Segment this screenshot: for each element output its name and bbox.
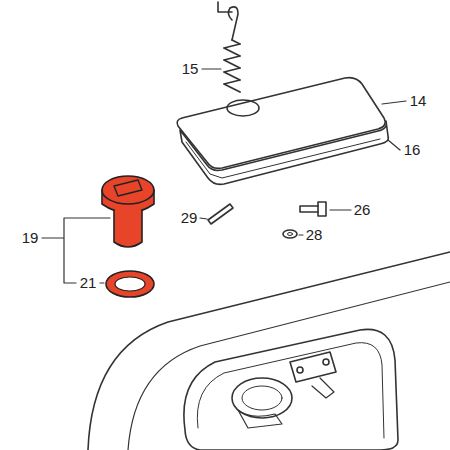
hinge-hole: [297, 367, 303, 373]
cap-body: [114, 210, 142, 247]
tank-outline: [88, 252, 450, 450]
filler-neck-inner: [242, 386, 282, 410]
callout-slot: 21: [80, 274, 97, 292]
callout-slot: 16: [404, 141, 421, 159]
callout-number: 29: [181, 209, 198, 226]
cap-top: [102, 176, 154, 204]
spring-coils: [224, 40, 240, 92]
callout-number: 21: [80, 274, 97, 291]
callout-number: 26: [354, 201, 371, 218]
callout-number: 15: [182, 60, 199, 77]
callout-number: 19: [22, 229, 39, 246]
callout-slot: 28: [306, 226, 323, 244]
o-ring-hole: [115, 277, 145, 291]
leader-line: [330, 209, 351, 210]
callout-slot: 14: [410, 92, 427, 110]
washer: [283, 230, 297, 238]
gasket-edge: [186, 139, 380, 178]
washer-hole: [288, 233, 293, 236]
callout-slot: 26: [354, 201, 371, 219]
leader-line: [299, 234, 303, 235]
leader-line: [388, 140, 400, 150]
recess-inner: [197, 343, 384, 438]
leader-line: [100, 282, 104, 283]
leader-line: [200, 218, 207, 219]
callout-slot: 29: [181, 209, 198, 227]
callout-slot: 19: [22, 229, 39, 247]
callout-number: 28: [306, 226, 323, 243]
latch: [312, 378, 334, 398]
bolt-shank: [300, 206, 318, 212]
plate-hole: [227, 100, 259, 116]
callout-slot: 15: [182, 60, 199, 78]
callout-number: 14: [410, 92, 427, 109]
fragment-line: [218, 2, 232, 12]
hinge-bracket: [290, 352, 336, 382]
cap-slot: [114, 180, 142, 196]
bolt-head: [318, 202, 326, 216]
gasket: [180, 121, 388, 184]
callout-number: 16: [404, 141, 421, 158]
tank-inner-edge: [128, 282, 450, 450]
bracket: [42, 218, 110, 283]
pin: [208, 204, 233, 224]
hinge-hole: [323, 359, 329, 365]
spring-hook: [228, 7, 238, 40]
tank-recess: [184, 329, 398, 450]
filler-lip: [238, 410, 282, 428]
leader-line: [202, 68, 221, 69]
leader-line: [382, 101, 406, 104]
o-ring: [106, 271, 154, 297]
